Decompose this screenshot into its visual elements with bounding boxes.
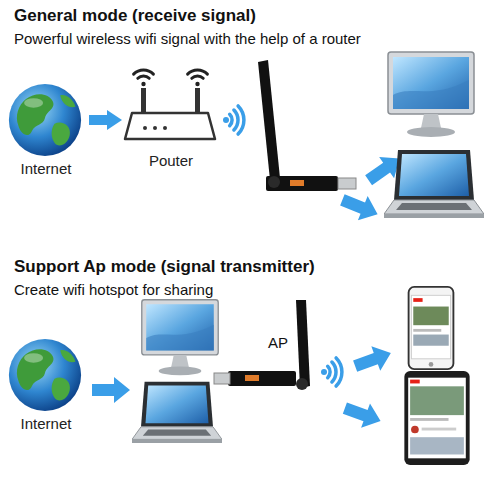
router-body: [125, 113, 215, 139]
router-led: [153, 126, 157, 130]
flow-arrow: [89, 115, 107, 125]
flow-arrow: [338, 188, 383, 226]
adapter-antenna: [296, 300, 310, 388]
wifi-signal: [321, 358, 342, 386]
desktop-computer: [388, 52, 474, 137]
desktop-computer: [142, 300, 218, 376]
tablet: [404, 371, 469, 465]
usb-wifi-adapter: [214, 300, 310, 390]
picture-node: Pouter: [124, 58, 218, 174]
usb-plug: [214, 373, 230, 384]
globe-icon: [9, 339, 81, 411]
flow-arrow: [351, 341, 396, 378]
router-icon: [125, 70, 215, 139]
wifi-arc: [192, 76, 203, 78]
section-heading: Support Ap mode (signal transmitter): [14, 257, 484, 277]
node-label: Internet: [5, 160, 87, 178]
wifi-arc: [336, 358, 342, 386]
smartphone: [409, 287, 454, 369]
section-heading: General mode (receive signal): [14, 6, 484, 26]
picture-node: Internet: [5, 80, 87, 182]
router-led: [143, 126, 147, 130]
router-antenna: [195, 88, 200, 114]
wifi-dot: [321, 369, 327, 375]
wifi-dot: [141, 82, 145, 86]
adapter-mark: [245, 375, 259, 381]
section-note: Create wifi hotspot for sharing: [14, 281, 484, 299]
laptop-computer: [132, 382, 222, 443]
section-note: Powerful wireless wifi signal with the h…: [14, 30, 484, 48]
laptop-computer: [384, 150, 484, 218]
wifi-arc: [328, 366, 330, 377]
antenna-hinge: [268, 176, 280, 188]
wifi-arc: [188, 70, 208, 74]
adapter-mark: [290, 180, 304, 186]
wifi-arc: [332, 362, 336, 382]
wifi-arc: [138, 76, 149, 78]
section-note: AP: [268, 334, 294, 352]
flow-arrow: [340, 396, 385, 433]
adapter-body: [266, 176, 338, 191]
wifi-arc: [234, 110, 238, 130]
wifi-arc: [238, 106, 244, 134]
wifi-arc: [230, 114, 232, 125]
router-led: [163, 126, 167, 130]
picture-node: Internet: [5, 335, 87, 437]
node-label: Pouter: [124, 152, 218, 170]
usb-plug: [338, 178, 356, 189]
wifi-dot: [195, 82, 199, 86]
globe-icon: [9, 84, 81, 156]
adapter-body: [228, 371, 296, 386]
wifi-dot: [223, 117, 229, 123]
wifi-waves: [134, 70, 208, 78]
router-antenna: [141, 88, 146, 114]
antenna-hinge: [296, 378, 308, 390]
node-label: Internet: [5, 415, 87, 433]
flow-arrow: [92, 377, 130, 403]
adapter-antenna: [258, 60, 280, 180]
wifi-signal: [223, 106, 244, 134]
usb-wifi-adapter: [258, 60, 356, 191]
wifi-arc: [134, 70, 154, 74]
